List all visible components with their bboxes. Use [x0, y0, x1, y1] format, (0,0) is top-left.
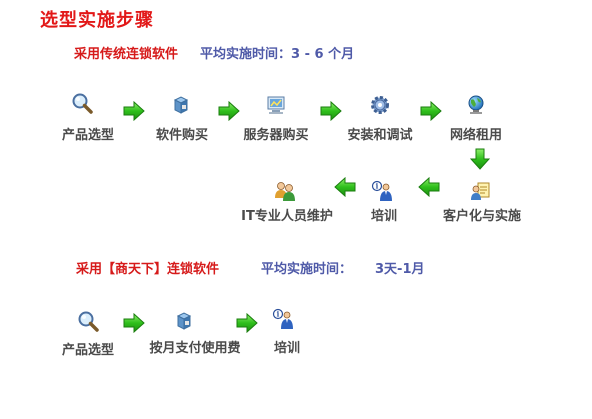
gear-icon [369, 94, 391, 116]
arrow-right-icon [123, 101, 145, 121]
saas-section-label: 采用【商天下】连锁软件 [76, 262, 220, 277]
magnifier-icon [71, 92, 93, 114]
it-staff-icon [274, 180, 296, 202]
step-label-server-purchase: 服务器购买 [243, 128, 309, 143]
arrow-right-icon [123, 313, 145, 333]
magnifier-icon [77, 310, 99, 332]
arrow-right-icon [236, 313, 258, 333]
step-label-training: 培训 [370, 209, 398, 224]
step-label-training: 培训 [273, 341, 301, 356]
globe-network-icon [465, 94, 487, 116]
arrow-left-icon [418, 177, 440, 197]
step-label-customization: 客户化与实施 [442, 209, 522, 224]
saas-time-value: 3天-1月 [375, 262, 425, 277]
arrow-right-icon [420, 101, 442, 121]
traditional-time-label: 平均实施时间：3 - 6 个月 [200, 47, 355, 62]
customer-documents-icon [470, 180, 492, 202]
trainer-info-icon [371, 180, 393, 202]
arrow-down-icon [470, 148, 490, 170]
software-box-icon [173, 310, 195, 332]
step-label-product-selection: 产品选型 [61, 128, 115, 143]
step-label-software-purchase: 软件购买 [155, 128, 209, 143]
arrow-right-icon [320, 101, 342, 121]
step-label-it-maintenance: IT专业人员维护 [241, 209, 333, 224]
step-label-install-debug: 安装和调试 [347, 128, 413, 143]
page-title: 选型实施步骤 [40, 10, 154, 31]
arrow-right-icon [218, 101, 240, 121]
trainer-info-icon [272, 308, 294, 330]
step-label-product-selection: 产品选型 [61, 343, 115, 358]
traditional-section-label: 采用传统连锁软件 [74, 47, 179, 62]
step-label-monthly-fee: 按月支付使用费 [149, 341, 241, 356]
server-monitor-icon [265, 94, 287, 116]
software-box-icon [170, 94, 192, 116]
saas-time-label: 平均实施时间： [261, 262, 353, 277]
arrow-left-icon [334, 177, 356, 197]
step-label-network-lease: 网络租用 [449, 128, 503, 143]
